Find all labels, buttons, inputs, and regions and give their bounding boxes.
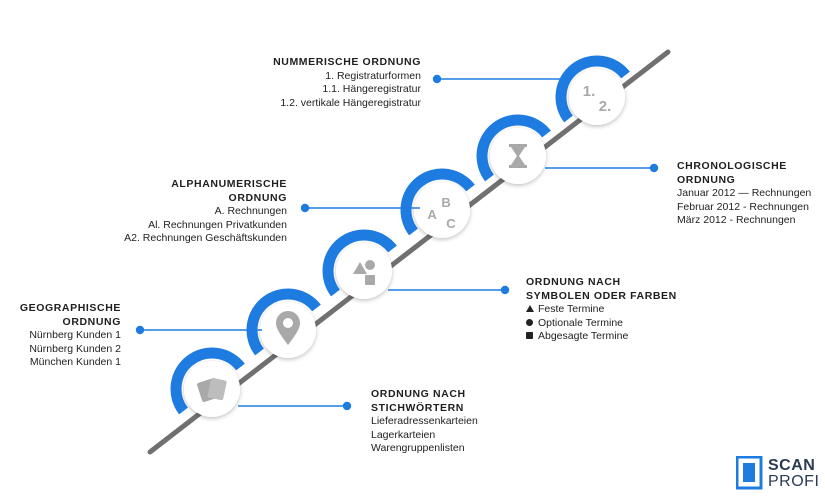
step-stichwoerter-title: STICHWÖRTERN [371, 401, 464, 414]
cards-icon [197, 377, 227, 403]
step-stichwoerter-item: Lieferadressenkarteien [371, 415, 478, 428]
abc-letter: C [446, 216, 456, 231]
number-label: 1. [583, 83, 596, 100]
step-chronologische-item: Januar 2012 — Rechnungen [677, 187, 812, 200]
step-symbole-item: Optionale Termine [526, 317, 677, 331]
step-alphanumerische-title: ORDNUNG [228, 191, 287, 204]
step-geographische-item: Nürnberg Kunden 1 [29, 329, 121, 342]
step-nummerische-text: NUMMERISCHE ORDNUNG 1. Registraturformen… [273, 56, 421, 110]
step-geographische-title: ORDNUNG [62, 315, 121, 328]
connector-dot [300, 203, 310, 213]
step-symbole-item-label: Feste Termine [538, 303, 605, 316]
number-label: 2. [599, 98, 612, 115]
square-icon [526, 332, 533, 340]
numbers-icon: 1.2. [583, 83, 612, 115]
step-alphanumerische-title: ALPHANUMERISCHE [171, 178, 287, 190]
step-nummerische-item: 1. Registraturformen [325, 69, 421, 82]
step-stichwoerter-item: Warengruppenlisten [371, 442, 465, 455]
abc-letter: B [441, 195, 450, 210]
step-symbole-title: SYMBOLEN ODER FARBEN [526, 289, 677, 302]
scanprofi-logo [736, 456, 763, 490]
step-ring [555, 55, 630, 123]
connector-dot [135, 325, 145, 335]
connector-dot [649, 163, 659, 173]
step-geographische-item: München Kunden 1 [29, 356, 121, 369]
step-alphanumerische-text: ALPHANUMERISCHE ORDNUNG A. Rechnungen Al… [124, 178, 287, 246]
step-symbole-item: Feste Termine [526, 303, 677, 317]
shapes-icon [353, 260, 375, 285]
step-ring [400, 168, 475, 236]
step-alphanumerische-item: A2. Rechnungen Geschäftskunden [124, 232, 287, 245]
logo-text-scan: SCAN [768, 457, 816, 474]
step-symbole-item-label: Abgesagte Termine [538, 330, 629, 343]
step-chronologische-title: CHRONOLOGISCHE [677, 160, 787, 172]
abc-letter: A [427, 207, 437, 222]
step-chronologische-item: März 2012 - Rechnungen [677, 214, 796, 227]
map-pin-icon [276, 311, 300, 345]
step-circle [414, 182, 470, 238]
step-geographische-item: Nürnberg Kunden 2 [29, 342, 121, 355]
step-stichwoerter-title: ORDNUNG NACH [371, 388, 466, 400]
step-nummerische-item: 1.1. Hängeregistratur [322, 83, 421, 96]
step-ring [476, 114, 551, 182]
step-ring [322, 229, 397, 297]
step-chronologische-title: ORDNUNG [677, 173, 736, 186]
step-alphanumerische-item: A. Rechnungen [214, 205, 287, 218]
step-alphanumerische-item: Al. Rechnungen Privatkunden [148, 218, 287, 231]
triangle-icon [526, 305, 534, 313]
step-stichwoerter-text: ORDNUNG NACH STICHWÖRTERN Lieferadressen… [371, 388, 478, 456]
connector-dot [432, 74, 442, 84]
step-geographische-title: GEOGRAPHISCHE [19, 302, 121, 314]
step-symbole-text: ORDNUNG NACH SYMBOLEN ODER FARBEN Feste … [526, 276, 677, 344]
step-symbole-item: Abgesagte Termine [526, 330, 677, 344]
step-geographische-text: GEOGRAPHISCHE ORDNUNG Nürnberg Kunden 1 … [20, 302, 121, 370]
circle-icon [526, 318, 533, 326]
step-symbole-item-label: Optionale Termine [538, 316, 624, 329]
step-chronologische-text: CHRONOLOGISCHE ORDNUNG Januar 2012 — Rec… [677, 160, 811, 228]
step-chronologische-item: Februar 2012 - Rechnungen [677, 200, 809, 213]
step-ring [170, 347, 245, 415]
abc-icon: ABC [427, 195, 456, 231]
step-nummerische-item: 1.2. vertikale Hängeregistratur [280, 96, 421, 109]
connector-dot [342, 401, 352, 411]
logo-text-profi: PROFI [768, 473, 820, 490]
step-stichwoerter-item: Lagerkarteien [371, 428, 436, 441]
step-symbole-title: ORDNUNG NACH [526, 276, 621, 288]
step-circle [569, 69, 625, 125]
step-ring [246, 288, 321, 356]
step-nummerische-title: NUMMERISCHE ORDNUNG [273, 56, 421, 68]
connector-dot [500, 285, 510, 295]
hourglass-icon [509, 144, 527, 168]
